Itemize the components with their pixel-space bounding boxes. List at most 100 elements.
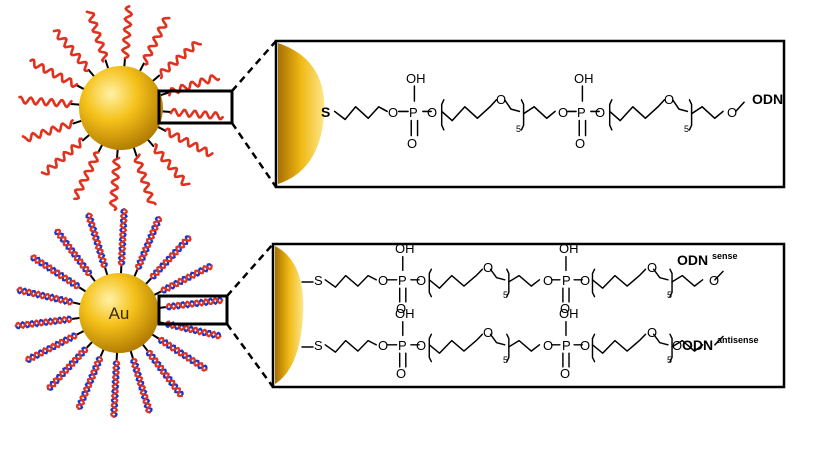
ssdna-strand [40,137,83,176]
sense-phosphate-2-p: P [562,273,571,288]
sense-terminal-o: O [709,273,719,288]
sense-peg-1-repeat: 5 [503,290,508,300]
ssdna-strand [18,95,73,109]
ssdna-strand [142,16,171,66]
dsdna-strand-red [164,320,222,340]
sulfur-label: S [321,104,330,120]
antisense-sulfur-label: S [314,338,323,353]
top-gold-surface [278,43,325,184]
top-structure-panel [274,39,786,189]
ssdna-strand [52,29,89,73]
phosphate-2-o-double: O [575,136,585,151]
sense-phosphate-2-o-left: O [543,273,553,288]
antisense-peg-1-ether-o: O [483,325,493,340]
antisense-phosphate-1-p: P [398,338,407,353]
sense-strand-structure: S O P OH O O O 5 O P OH O O O 5 O ODN se… [301,241,738,316]
antisense-peg-2-repeat: 5 [667,355,672,365]
ssdna-strand [169,107,224,121]
phosphate-2-p: P [577,105,586,120]
sense-sulfur-label: S [314,273,323,288]
top-gold-nanoparticle [79,66,163,150]
bottom-nanoparticle-group: Au [14,208,224,418]
peg-1-repeat: 5 [516,124,521,134]
dsdna-strand-red [110,359,121,418]
phosphate-2-o-right: O [595,105,605,120]
ssdna-strand [73,151,100,201]
dsdna-strand-red [55,228,92,277]
sense-peg-1-ether-o: O [483,260,493,275]
ssdna-strand [153,143,191,186]
ssdna-strand [29,58,79,89]
dsdna-strand-red [149,235,192,279]
phosphate-1-o-right: O [427,105,437,120]
ssdna-strand [159,41,202,80]
phosphate-1-o-left: O [388,105,398,120]
phosphate-1-oh: OH [406,71,426,86]
odn-antisense-superscript: antisense [717,335,759,345]
ssdna-strand [21,119,74,143]
ssdna-strand [85,10,109,63]
dsdna-strand-red [30,254,80,290]
dsdna-strand-red [117,208,128,267]
phosphate-1-o-double: O [407,136,417,151]
sense-phosphate-2-o-double: O [560,301,570,316]
dsdna-strand-red [134,216,163,270]
antisense-phosphate-2-o-left: O [543,338,553,353]
dsdna-strand-red [160,264,213,293]
antisense-phosphate-2-p: P [562,338,571,353]
sense-peg-2-ether-o: O [647,260,657,275]
bottom-zoom-box [157,294,229,326]
dsdna-strand-red [146,349,183,398]
antisense-phosphate-1-o-right: O [416,338,426,353]
peg-2-repeat: 5 [684,124,689,134]
sense-peg-2-repeat: 5 [667,290,672,300]
antisense-phosphate-1-o-left: O [378,338,388,353]
ssdna-strand [133,153,157,206]
bottom-structure-panel [271,242,786,389]
ssdna-strand [164,127,214,158]
antisense-peg-1-repeat: 5 [503,355,508,365]
antisense-terminal-o: O [672,338,682,353]
antisense-phosphate-2-oh: OH [559,306,579,321]
peg-1-ether-o: O [496,92,506,107]
sense-phosphate-2-o-right: O [580,273,590,288]
antisense-phosphate-2-o-double: O [560,366,570,381]
dsdna-strand-red [165,296,224,311]
sense-phosphate-1-o-left: O [378,273,388,288]
top-zoom-line-upper [231,40,277,92]
phosphate-2-o-left: O [558,105,568,120]
dsdna-strand-red [25,333,78,362]
au-label: Au [109,304,130,323]
sense-phosphate-2-oh: OH [559,241,579,256]
antisense-phosphate-2-o-right: O [580,338,590,353]
bottom-zoom-line-lower [225,323,275,388]
top-zoom-box [157,89,234,125]
dsdna-strand-red [16,286,74,306]
odn-sense-label: ODN [677,252,708,268]
terminal-o: O [727,105,737,120]
sense-phosphate-1-oh: OH [395,241,415,256]
sense-phosphate-1-o-right: O [416,273,426,288]
odn-sense-superscript: sense [712,251,738,261]
bottom-gold-nanoparticle [79,273,159,353]
top-single-strands [18,5,224,212]
dsdna-strand-red [75,356,104,410]
antisense-phosphate-1-o-double: O [396,366,406,381]
dsdna-strand-red [158,336,208,372]
sense-phosphate-1-p: P [398,273,407,288]
antisense-peg-2-ether-o: O [647,325,657,340]
dsdna-strand-red [131,357,152,414]
top-zoom-line-lower [230,122,278,188]
antisense-strand-structure: S O P OH O O O 5 O P OH O O O 5 O ODN an… [301,306,759,381]
dsdna-strand-red [46,347,89,391]
dsdna-strand-red [86,212,107,269]
sense-phosphate-1-o-double: O [396,301,406,316]
dsdna-strand-red [14,315,73,330]
top-nanoparticle-group [18,5,224,212]
antisense-phosphate-1-oh: OH [395,306,415,321]
odn-label: ODN [752,91,783,107]
odn-antisense-label: ODN [682,337,713,353]
top-chemical-structure: S O P OH O O O 5 O P OH O O O 5 O ODN [321,71,783,151]
phosphate-1-p: P [409,105,418,120]
